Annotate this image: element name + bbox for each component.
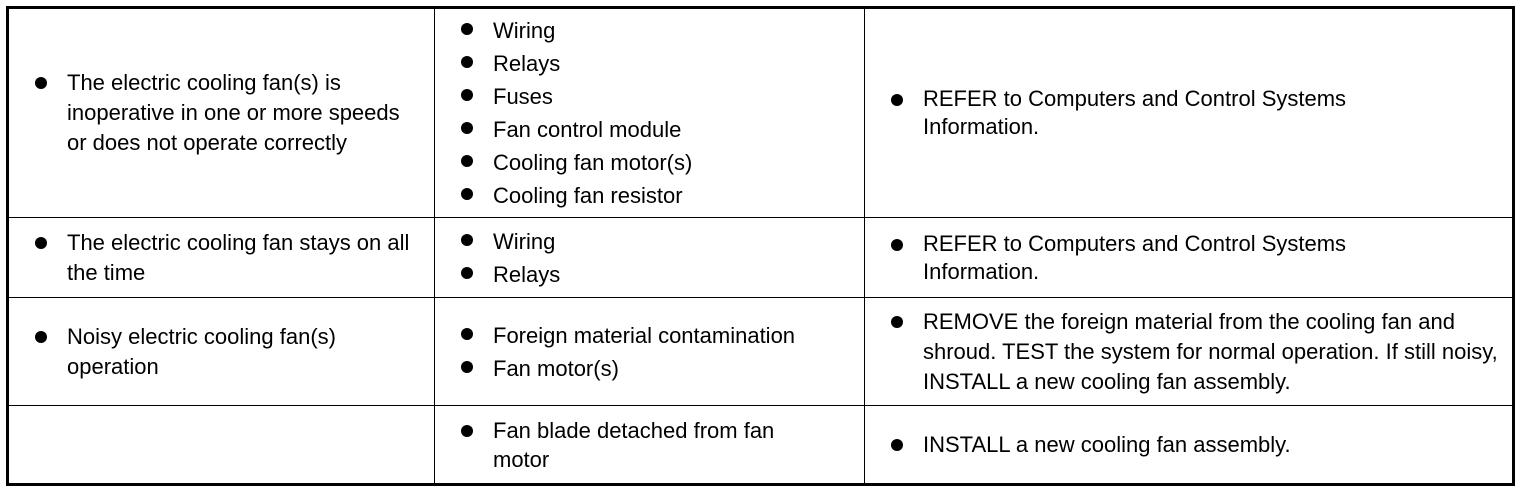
source-cell: Wiring Relays Fuses Fan control module C… xyxy=(434,7,865,218)
source-text: Fan control module xyxy=(493,117,682,142)
source-item: Foreign material contamination xyxy=(435,319,864,352)
action-cell: REFER to Computers and Control Systems I… xyxy=(864,7,1514,218)
condition-text: The electric cooling fan(s) is inoperati… xyxy=(67,70,400,155)
condition-list: The electric cooling fan stays on all th… xyxy=(9,228,434,288)
action-list: REMOVE the foreign material from the coo… xyxy=(865,307,1512,397)
source-text: Relays xyxy=(493,261,561,287)
action-item: REFER to Computers and Control Systems I… xyxy=(865,230,1423,286)
source-item: Fan control module xyxy=(435,113,864,146)
source-list: Wiring Relays xyxy=(435,225,864,291)
table-row: Noisy electric cooling fan(s) operation … xyxy=(7,297,1514,406)
condition-text: Noisy electric cooling fan(s) operation xyxy=(67,323,336,379)
table-row: The electric cooling fan stays on all th… xyxy=(7,217,1514,298)
table-row: Fan blade detached from fan motor INSTAL… xyxy=(7,405,1514,485)
source-item: Cooling fan motor(s) xyxy=(435,146,864,179)
condition-item: Noisy electric cooling fan(s) operation xyxy=(9,322,387,382)
action-text: REFER to Computers and Control Systems I… xyxy=(923,86,1347,139)
condition-text: The electric cooling fan stays on all th… xyxy=(67,229,410,285)
source-list: Fan blade detached from fan motor xyxy=(435,416,864,474)
symptom-chart-table: The electric cooling fan(s) is inoperati… xyxy=(6,6,1515,486)
condition-cell: The electric cooling fan(s) is inoperati… xyxy=(7,7,435,218)
condition-cell: Noisy electric cooling fan(s) operation xyxy=(7,297,435,406)
condition-item: The electric cooling fan(s) is inoperati… xyxy=(9,68,407,158)
condition-list: Noisy electric cooling fan(s) operation xyxy=(9,322,434,382)
action-text: INSTALL a new cooling fan assembly. xyxy=(923,431,1291,457)
source-text: Fan motor(s) xyxy=(493,355,619,381)
source-item: Fan motor(s) xyxy=(435,352,864,385)
action-text: REMOVE the foreign material from the coo… xyxy=(923,308,1498,394)
source-text: Fan blade detached from fan motor xyxy=(493,417,775,472)
source-text: Foreign material contamination xyxy=(493,322,796,348)
condition-list: The electric cooling fan(s) is inoperati… xyxy=(9,68,434,158)
source-item: Cooling fan resistor xyxy=(435,179,864,212)
action-text: REFER to Computers and Control Systems I… xyxy=(923,230,1347,284)
action-item: INSTALL a new cooling fan assembly. xyxy=(865,430,1512,460)
source-list: Wiring Relays Fuses Fan control module C… xyxy=(435,14,864,212)
action-item: REMOVE the foreign material from the coo… xyxy=(865,307,1507,397)
source-text: Cooling fan motor(s) xyxy=(493,150,693,175)
table-row: The electric cooling fan(s) is inoperati… xyxy=(7,7,1514,218)
action-cell: REMOVE the foreign material from the coo… xyxy=(864,297,1514,406)
condition-cell xyxy=(7,405,435,485)
source-item: Relays xyxy=(435,258,864,291)
source-text: Wiring xyxy=(493,18,556,43)
source-text: Relays xyxy=(493,51,561,76)
source-text: Wiring xyxy=(493,228,556,254)
action-list: INSTALL a new cooling fan assembly. xyxy=(865,430,1512,460)
action-list: REFER to Computers and Control Systems I… xyxy=(865,230,1512,286)
action-item: REFER to Computers and Control Systems I… xyxy=(865,85,1423,141)
action-list: REFER to Computers and Control Systems I… xyxy=(865,85,1512,141)
action-cell: INSTALL a new cooling fan assembly. xyxy=(864,405,1514,485)
source-item: Wiring xyxy=(435,225,864,258)
condition-item: The electric cooling fan stays on all th… xyxy=(9,228,417,288)
source-item: Relays xyxy=(435,47,864,80)
action-cell: REFER to Computers and Control Systems I… xyxy=(864,217,1514,298)
source-item: Fuses xyxy=(435,80,864,113)
source-text: Cooling fan resistor xyxy=(493,183,683,208)
source-text: Fuses xyxy=(493,84,553,109)
source-list: Foreign material contamination Fan motor… xyxy=(435,319,864,385)
source-item: Wiring xyxy=(435,14,864,47)
source-item: Fan blade detached from fan motor xyxy=(435,416,823,474)
source-cell: Foreign material contamination Fan motor… xyxy=(434,297,865,406)
source-cell: Fan blade detached from fan motor xyxy=(434,405,865,485)
source-cell: Wiring Relays xyxy=(434,217,865,298)
condition-cell: The electric cooling fan stays on all th… xyxy=(7,217,435,298)
